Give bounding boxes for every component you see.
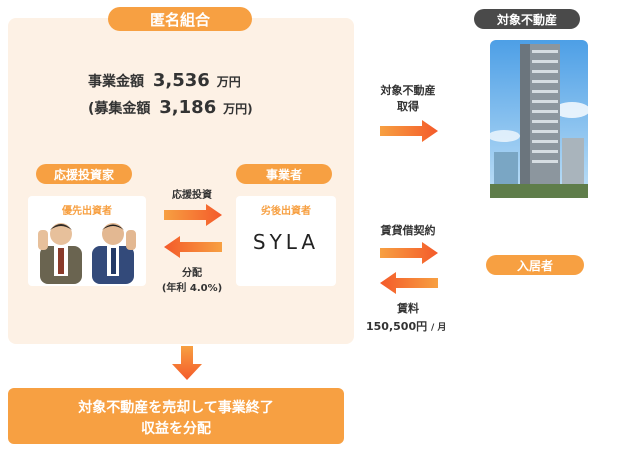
investor-sub-label: 優先出資者 (62, 206, 112, 217)
investor-title: 応援投資家 (36, 164, 132, 184)
operator-sub-label: 劣後出資者 (261, 206, 311, 217)
investor-person-1-icon (38, 223, 82, 284)
lease-label: 賃貸借契約 (380, 224, 436, 237)
dividend-arrow-icon (164, 236, 222, 258)
syla-logo: SYLA (252, 230, 320, 254)
tenant-title: 入居者 (486, 255, 584, 275)
raise-amount-label: (募集金額 (88, 101, 151, 117)
business-amount-unit: 万円 (216, 75, 241, 89)
rent-arrow-icon (380, 272, 438, 294)
raise-amount-line: (募集金額 3,186 万円) (88, 97, 253, 118)
acquire-label-line1: 対象不動産 (380, 84, 436, 97)
raise-amount-unit: 万円) (223, 102, 253, 116)
raise-amount-value: 3,186 (159, 97, 217, 118)
down-arrow-icon (172, 346, 202, 380)
business-amount-line: 事業金額 3,536 万円 (88, 70, 241, 91)
dividend-rate: (年利 4.0%) (161, 283, 223, 294)
business-amount-label: 事業金額 (88, 74, 144, 90)
outcome-box: 対象不動産を売却して事業終了 収益を分配 (8, 388, 344, 444)
property-building-image (490, 40, 588, 198)
anonymous-partnership-title: 匿名組合 (108, 7, 252, 31)
invest-arrow-icon (164, 204, 222, 226)
rent-amount-line: 150,500円 / 月 (366, 318, 446, 334)
property-title: 対象不動産 (474, 9, 580, 29)
operator-card: 劣後出資者 SYLA (236, 196, 336, 286)
outcome-line1: 対象不動産を売却して事業終了 (78, 400, 274, 416)
rent-unit: / 月 (430, 323, 447, 333)
business-amount-value: 3,536 (152, 70, 210, 91)
rent-label: 賃料 (397, 302, 419, 315)
operator-title: 事業者 (236, 164, 332, 184)
dividend-label: 分配 (182, 268, 202, 279)
rent-value: 150,500円 (366, 320, 428, 333)
investor-person-2-icon (92, 223, 136, 284)
investor-card: 優先出資者 (28, 196, 146, 286)
acquire-label-line2: 取得 (397, 100, 419, 113)
invest-label: 応援投資 (172, 190, 212, 201)
outcome-line2: 収益を分配 (141, 421, 211, 437)
lease-arrow-icon (380, 242, 438, 264)
acquire-arrow-icon (380, 120, 438, 142)
